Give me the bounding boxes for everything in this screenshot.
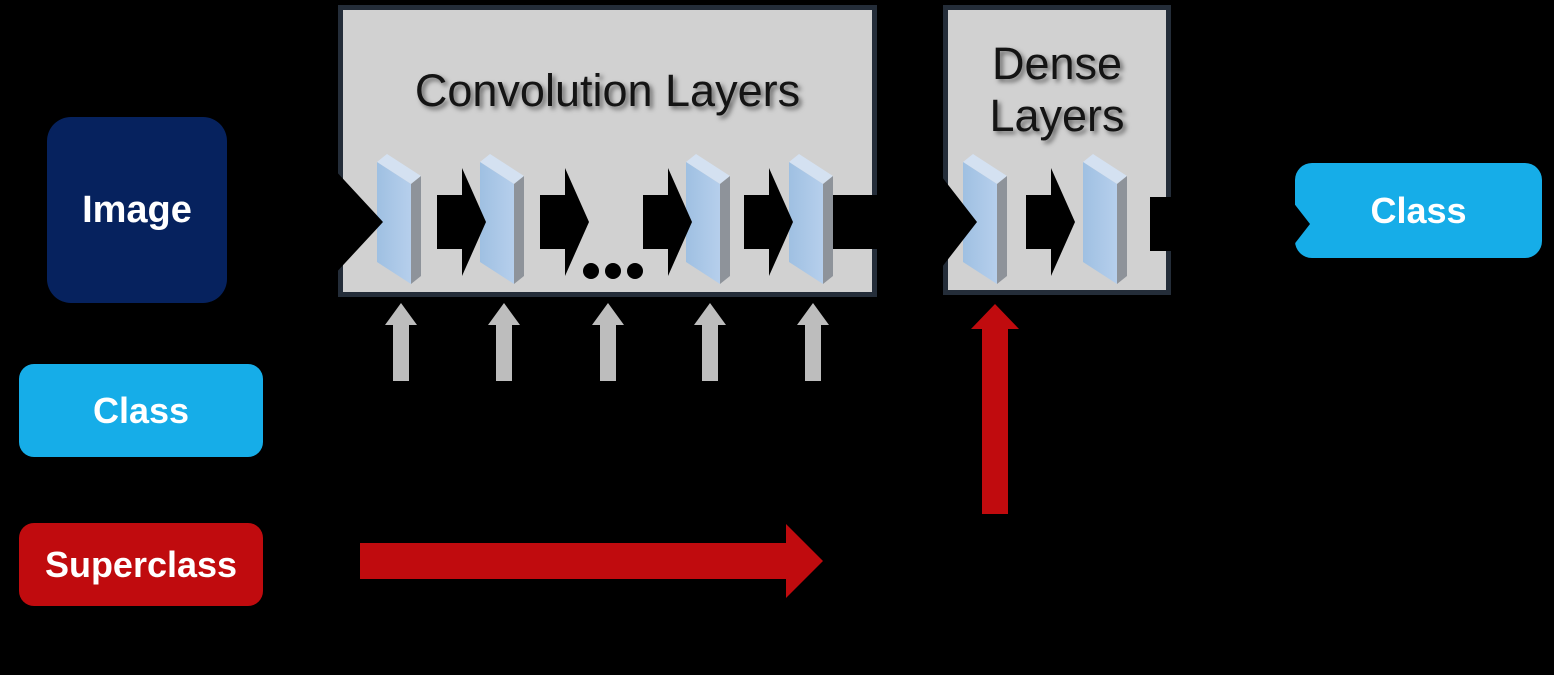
conv-input-up-arrow-1-icon — [385, 303, 417, 381]
conv-input-up-arrow-3-icon — [592, 303, 624, 381]
dense-layers-title: Dense Layers — [989, 38, 1125, 141]
dense-to-class-arrow-icon — [1150, 170, 1310, 278]
conv-input-up-arrow-4-icon — [694, 303, 726, 381]
image-node: Image — [47, 117, 227, 303]
class-output-label: Class — [1370, 189, 1467, 231]
convolution-layers-title: Convolution Layers — [414, 65, 801, 116]
superclass-up-arrow-icon — [971, 304, 1019, 514]
superclass-node: Superclass — [19, 523, 263, 606]
class-output-node: Class — [1295, 163, 1542, 258]
conv-input-up-arrow-2-icon — [488, 303, 520, 381]
class-input-label: Class — [92, 389, 190, 431]
superclass-label: Superclass — [44, 543, 238, 585]
convolution-layers-block: Convolution Layers — [338, 5, 877, 297]
superclass-right-arrow-icon — [360, 524, 823, 598]
conv-input-up-arrow-5-icon — [797, 303, 829, 381]
image-node-label: Image — [82, 188, 192, 231]
dense-layers-block: Dense Layers — [943, 5, 1171, 295]
class-input-node: Class — [19, 364, 263, 457]
